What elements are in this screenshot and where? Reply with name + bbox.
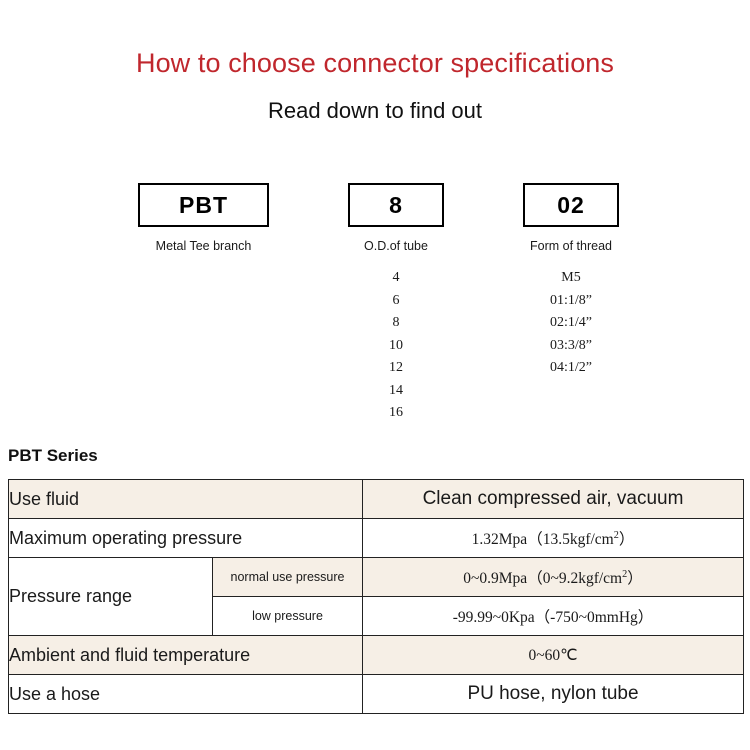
page-title: How to choose connector specifications: [135, 48, 615, 78]
table-row: Ambient and fluid temperature 0~60℃: [8, 635, 744, 675]
spec-value-temperature: 0~60℃: [362, 635, 744, 675]
code-option: 01:1/8”: [550, 292, 592, 308]
code-option: 6: [392, 292, 400, 308]
code-caption-od: O.D.of tube: [364, 239, 428, 253]
spec-series-label: PBT Series: [8, 446, 98, 465]
value-sup: 2: [613, 529, 619, 541]
code-option: 4: [392, 270, 400, 285]
code-box-thread: 02: [523, 183, 619, 227]
spec-label-max-pressure: Maximum operating pressure: [8, 518, 363, 558]
table-row: Use fluid Clean compressed air, vacuum: [8, 479, 744, 519]
spec-value-use-fluid: Clean compressed air, vacuum: [362, 479, 744, 519]
value-main: 1.32Mpa: [471, 531, 528, 548]
code-option: M5: [561, 270, 581, 285]
spec-label-pressure-range: Pressure range: [8, 557, 213, 636]
code-option: 03:3/8”: [550, 337, 592, 353]
spec-sublabel-low-pressure: low pressure: [212, 596, 363, 636]
value-sup: 2: [622, 568, 628, 580]
spec-value-normal-use-pressure: 0~0.9Mpa（0~9.2kgf/cm2）: [362, 557, 744, 597]
value-tail: ）: [618, 531, 635, 548]
code-option: 02:1/4”: [550, 315, 592, 330]
spec-label-hose: Use a hose: [8, 674, 363, 714]
code-options-thread: M5 01:1/8” 02:1/4” 03:3/8” 04:1/2”: [523, 267, 619, 380]
code-option: 12: [389, 360, 403, 375]
code-box-od: 8: [348, 183, 444, 227]
code-caption-thread: Form of thread: [530, 239, 612, 253]
code-box-series: PBT: [138, 183, 269, 227]
code-caption-series: Metal Tee branch: [155, 239, 252, 253]
code-column-series: PBT Metal Tee branch: [138, 183, 269, 267]
value-main: 0~0.9Mpa: [463, 570, 528, 587]
value-tail: ）: [627, 570, 643, 587]
code-options-od: 4 6 8 10 12 14 16: [348, 267, 444, 425]
spec-label-use-fluid: Use fluid: [8, 479, 363, 519]
spec-value-hose: PU hose, nylon tube: [362, 674, 744, 714]
code-option: 14: [389, 382, 403, 398]
code-breakdown: PBT Metal Tee branch 8 O.D.of tube 4 6 8…: [0, 183, 750, 423]
table-row: Maximum operating pressure 1.32Mpa（13.5k…: [8, 518, 744, 558]
spec-sublabel-normal-use-pressure: normal use pressure: [212, 557, 363, 597]
code-option: 10: [389, 337, 403, 353]
code-option: 16: [389, 405, 403, 420]
value-paren: （13.5kgf/cm: [527, 531, 614, 548]
table-row: Use a hose PU hose, nylon tube: [8, 674, 744, 714]
code-column-od: 8 O.D.of tube 4 6 8 10 12 14 16: [348, 183, 444, 425]
value-paren: （0~9.2kgf/cm: [527, 570, 623, 587]
spec-label-temperature: Ambient and fluid temperature: [8, 635, 363, 675]
spec-value-low-pressure: -99.99~0Kpa（-750~0mmHg）: [362, 596, 744, 636]
spec-table: Use fluid Clean compressed air, vacuum M…: [8, 479, 744, 714]
code-option: 8: [392, 315, 400, 330]
table-row: Pressure range normal use pressure 0~0.9…: [8, 557, 744, 636]
code-option: 04:1/2”: [550, 360, 592, 375]
spec-value-max-pressure: 1.32Mpa（13.5kgf/cm2）: [362, 518, 744, 558]
page-subtitle: Read down to find out: [267, 98, 483, 123]
code-column-thread: 02 Form of thread M5 01:1/8” 02:1/4” 03:…: [523, 183, 619, 380]
